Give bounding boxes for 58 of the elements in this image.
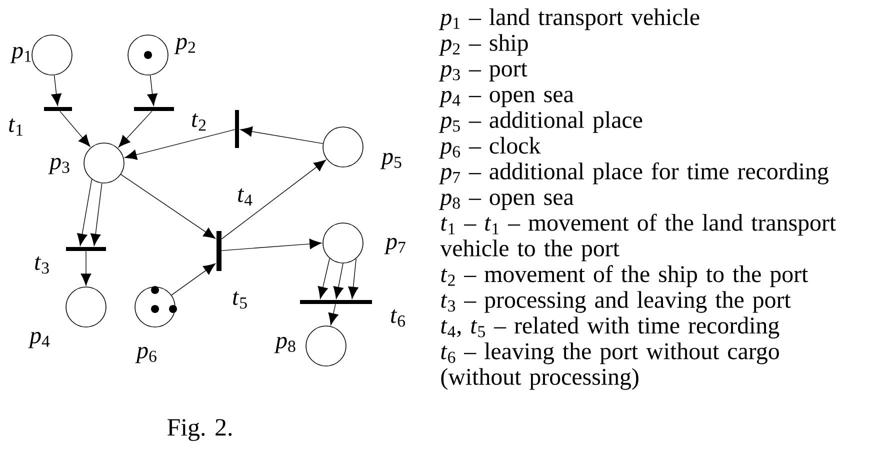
arrow (120, 174, 216, 239)
legend-entry: p$_{4}$ – open sea (438, 90, 574, 108)
arrow (60, 110, 90, 147)
legend-entry: p$_{7}$ – additional place for time recording (438, 162, 828, 184)
transition-bar (216, 251, 222, 271)
transition-bar (44, 107, 72, 111)
place-circle (306, 326, 346, 366)
place-label: t$_{6}$ (391, 309, 405, 327)
legend-entry: t$_{4}$, t$_{5}$ – related with time recording (441, 316, 780, 339)
place-label: p$_{3}$ (48, 158, 70, 174)
arrow (171, 263, 216, 296)
place-circle (322, 126, 364, 168)
transition-bar (134, 107, 174, 111)
place-circle (134, 286, 177, 328)
place-label: p$_{2}$ (174, 38, 195, 54)
legend-entry: p$_{8}$ – open sea (438, 194, 574, 210)
place-circle (84, 142, 124, 184)
arrow (328, 304, 338, 326)
arrow (124, 129, 236, 160)
arrow (218, 238, 322, 252)
legend-entry: p$_{6}$ – clock (438, 136, 541, 159)
transition-bar (216, 231, 222, 251)
place-label: t$_{5}$ (233, 291, 247, 309)
arrow (318, 258, 330, 299)
place-label: p$_{4}$ (28, 332, 50, 348)
arrow (333, 263, 344, 299)
legend-entry: p$_{5}$ – additional place (438, 111, 642, 133)
arrow (240, 126, 324, 144)
place-circle (66, 286, 106, 328)
place-circle (322, 222, 364, 264)
arrow (221, 160, 326, 240)
place-circle (32, 34, 72, 76)
arrow (80, 250, 92, 286)
figure-caption: Fig. 2. (168, 419, 232, 441)
place-label: p$_{7}$ (384, 238, 406, 254)
legend-entry: p$_{1}$ – land transport vehicle (438, 8, 700, 30)
place-label: t$_{4}$ (238, 188, 252, 206)
legend-entry: t$_{2}$ – movement of the ship to the port (441, 265, 808, 288)
legend-entry: p$_{3}$ – port (438, 62, 528, 82)
place-label: p$_{1}$ (10, 46, 31, 64)
transition-bar (66, 247, 106, 251)
place-label: t$_{3}$ (35, 256, 49, 274)
arrow (147, 74, 158, 106)
arrow (118, 110, 152, 148)
arrow (77, 178, 92, 246)
place-label: p$_{5}$ (380, 152, 402, 170)
arrow (348, 258, 358, 299)
place-label: p$_{8}$ (274, 336, 296, 354)
legend-entry: p$_{2}$ – ship (438, 34, 528, 56)
place-label: t$_{2}$ (192, 113, 206, 131)
transition-bar (235, 110, 239, 148)
legend-entry: t$_{3}$ – processing and leaving the port (441, 291, 791, 313)
place-label: t$_{1}$ (9, 118, 22, 136)
place-circle (128, 34, 168, 76)
place-label: p$_{6}$ (135, 346, 156, 364)
arrow (51, 74, 62, 106)
legend-entry: t$_{6}$ – leaving the port without cargo (without processing) (441, 342, 779, 390)
arrow (90, 182, 102, 246)
